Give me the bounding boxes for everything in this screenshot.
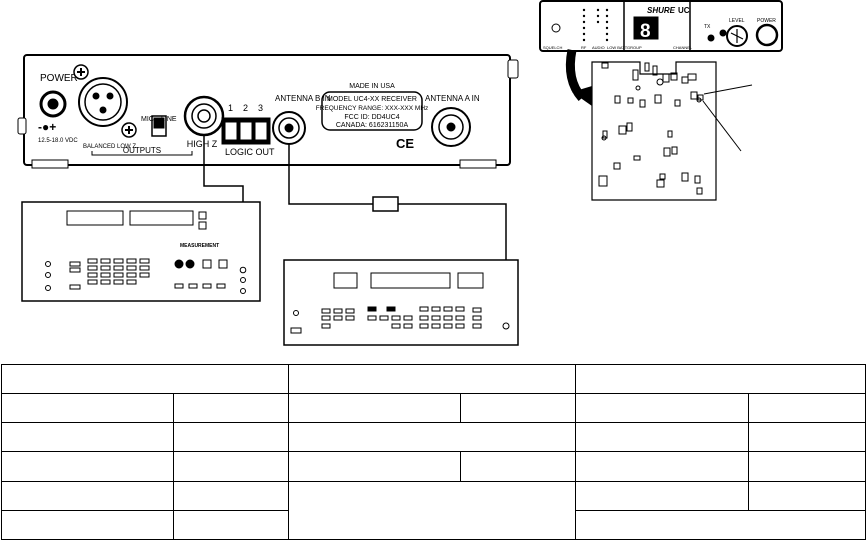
table-row: [1, 509, 866, 541]
generator-key-grid: [321, 306, 482, 329]
antenna-b-label: ANTENNA B IN: [275, 94, 331, 103]
table-row: [1, 393, 866, 424]
table-cell: [575, 451, 749, 482]
table-cell: [288, 480, 576, 541]
polarity-icon: -●+: [38, 120, 56, 134]
rf-signal-generator: [283, 259, 519, 346]
table-cell: [173, 480, 289, 511]
table-cell: [173, 393, 289, 424]
table-cell: [748, 393, 866, 424]
line-label: LINE: [161, 116, 177, 123]
inline-attenuator: [372, 196, 399, 212]
logic-num-1: 1: [228, 103, 233, 113]
table-cell: [748, 451, 866, 482]
table-cell: [288, 451, 461, 482]
uc-label: UC: [678, 6, 690, 15]
table-row: [1, 422, 866, 453]
table-cell: [1, 509, 174, 541]
power-button[interactable]: [755, 23, 779, 47]
xlr-output-connector[interactable]: [78, 77, 128, 127]
pcb-components: [598, 62, 704, 195]
power-screw-icon: [73, 64, 89, 80]
table-cell: [173, 509, 289, 541]
table-cell: [1, 363, 289, 395]
tx-led: [719, 29, 727, 37]
table-cell: [575, 422, 749, 453]
high-z-label: HIGH Z: [187, 139, 218, 149]
receiver-front-panel: [539, 0, 783, 52]
high-z-jack[interactable]: [183, 95, 225, 137]
analyzer-input-jack: [239, 266, 247, 274]
logic-out-label: LOGIC OUT: [225, 147, 275, 157]
generator-rf-output-jack: [502, 322, 510, 330]
table-cell: [748, 480, 866, 511]
squelch-label: SQUELCH: [543, 45, 562, 50]
table-cell: [173, 451, 289, 482]
measurement-label: MEASUREMENT: [180, 243, 219, 249]
logic-num-2: 2: [243, 103, 248, 113]
antenna-a-label: ANTENNA A IN: [425, 94, 480, 103]
table-cell: [1, 422, 174, 453]
fcc-label: FCC ID: DD4UC4: [344, 114, 399, 121]
output-screw-icon: [121, 122, 137, 138]
outputs-bracket: [91, 151, 193, 156]
power-jack[interactable]: [39, 90, 67, 118]
table-cell: [288, 422, 576, 453]
circuit-board: [591, 61, 753, 201]
curved-arrow-icon: [565, 49, 592, 106]
mic-line-switch[interactable]: [151, 115, 167, 137]
receiver-rear-panel: [17, 54, 519, 169]
logic-out-terminal[interactable]: [221, 117, 271, 145]
made-in-label: MADE IN USA: [349, 83, 395, 90]
logic-num-3: 3: [258, 103, 263, 113]
front-power-label: POWER: [757, 18, 776, 24]
low-batt-label: LOW BATT: [607, 45, 628, 50]
outputs-label: OUTPUTS: [123, 146, 161, 155]
rating-label-box: [321, 91, 423, 131]
power-label: POWER: [40, 73, 78, 84]
table-row: [1, 451, 866, 482]
voltage-label: 12.5-18.0 VDC: [38, 138, 78, 144]
table-cell: [575, 480, 749, 511]
table-cell: [575, 509, 866, 541]
antenna-a-connector[interactable]: [431, 107, 471, 147]
table-cell: [1, 480, 174, 511]
analyzer-key-grid: [87, 258, 150, 285]
table-row: [1, 480, 866, 541]
channel-display-digit: 8: [640, 21, 651, 42]
blank-table: [1, 363, 866, 541]
brand-logo: SHURE: [647, 6, 676, 15]
table-cell: [748, 422, 866, 453]
antenna-b-connector[interactable]: [272, 111, 306, 145]
table-cell: [460, 393, 576, 424]
level-knob[interactable]: [726, 25, 748, 47]
table-cell: [173, 422, 289, 453]
rf-audio-led-ladder: [582, 8, 609, 42]
table-cell: [1, 451, 174, 482]
table-row: [1, 363, 866, 395]
ce-mark: CE: [396, 136, 414, 151]
table-cell: [1, 393, 174, 424]
audio-analyzer: [21, 201, 261, 302]
table-cell: [575, 393, 749, 424]
canada-label: CANADA: 616231150A: [336, 122, 409, 129]
tx-label: TX: [704, 24, 711, 30]
level-label: LEVEL: [729, 18, 745, 24]
audio-label: AUDIO: [592, 45, 605, 50]
mic-label: MIC: [141, 116, 154, 123]
rf-label: RF: [581, 45, 587, 50]
model-label: MODEL UC4-XX RECEIVER: [327, 96, 417, 103]
group-label: GROUP: [627, 45, 642, 50]
channel-label: CHANNEL: [673, 45, 693, 50]
analyzer-knobs: [174, 259, 195, 269]
table-cell: [575, 363, 866, 395]
frequency-label: FREQUENCY RANGE: XXX-XXX MHz: [316, 105, 429, 112]
table-cell: [460, 451, 576, 482]
table-cell: [288, 393, 461, 424]
balanced-label: BALANCED LOW Z: [83, 144, 136, 150]
table-cell: [288, 363, 576, 395]
connection-diagram: POWER -●+ 12.5-18.0 VDC BALANCED LOW Z M…: [17, 0, 783, 346]
